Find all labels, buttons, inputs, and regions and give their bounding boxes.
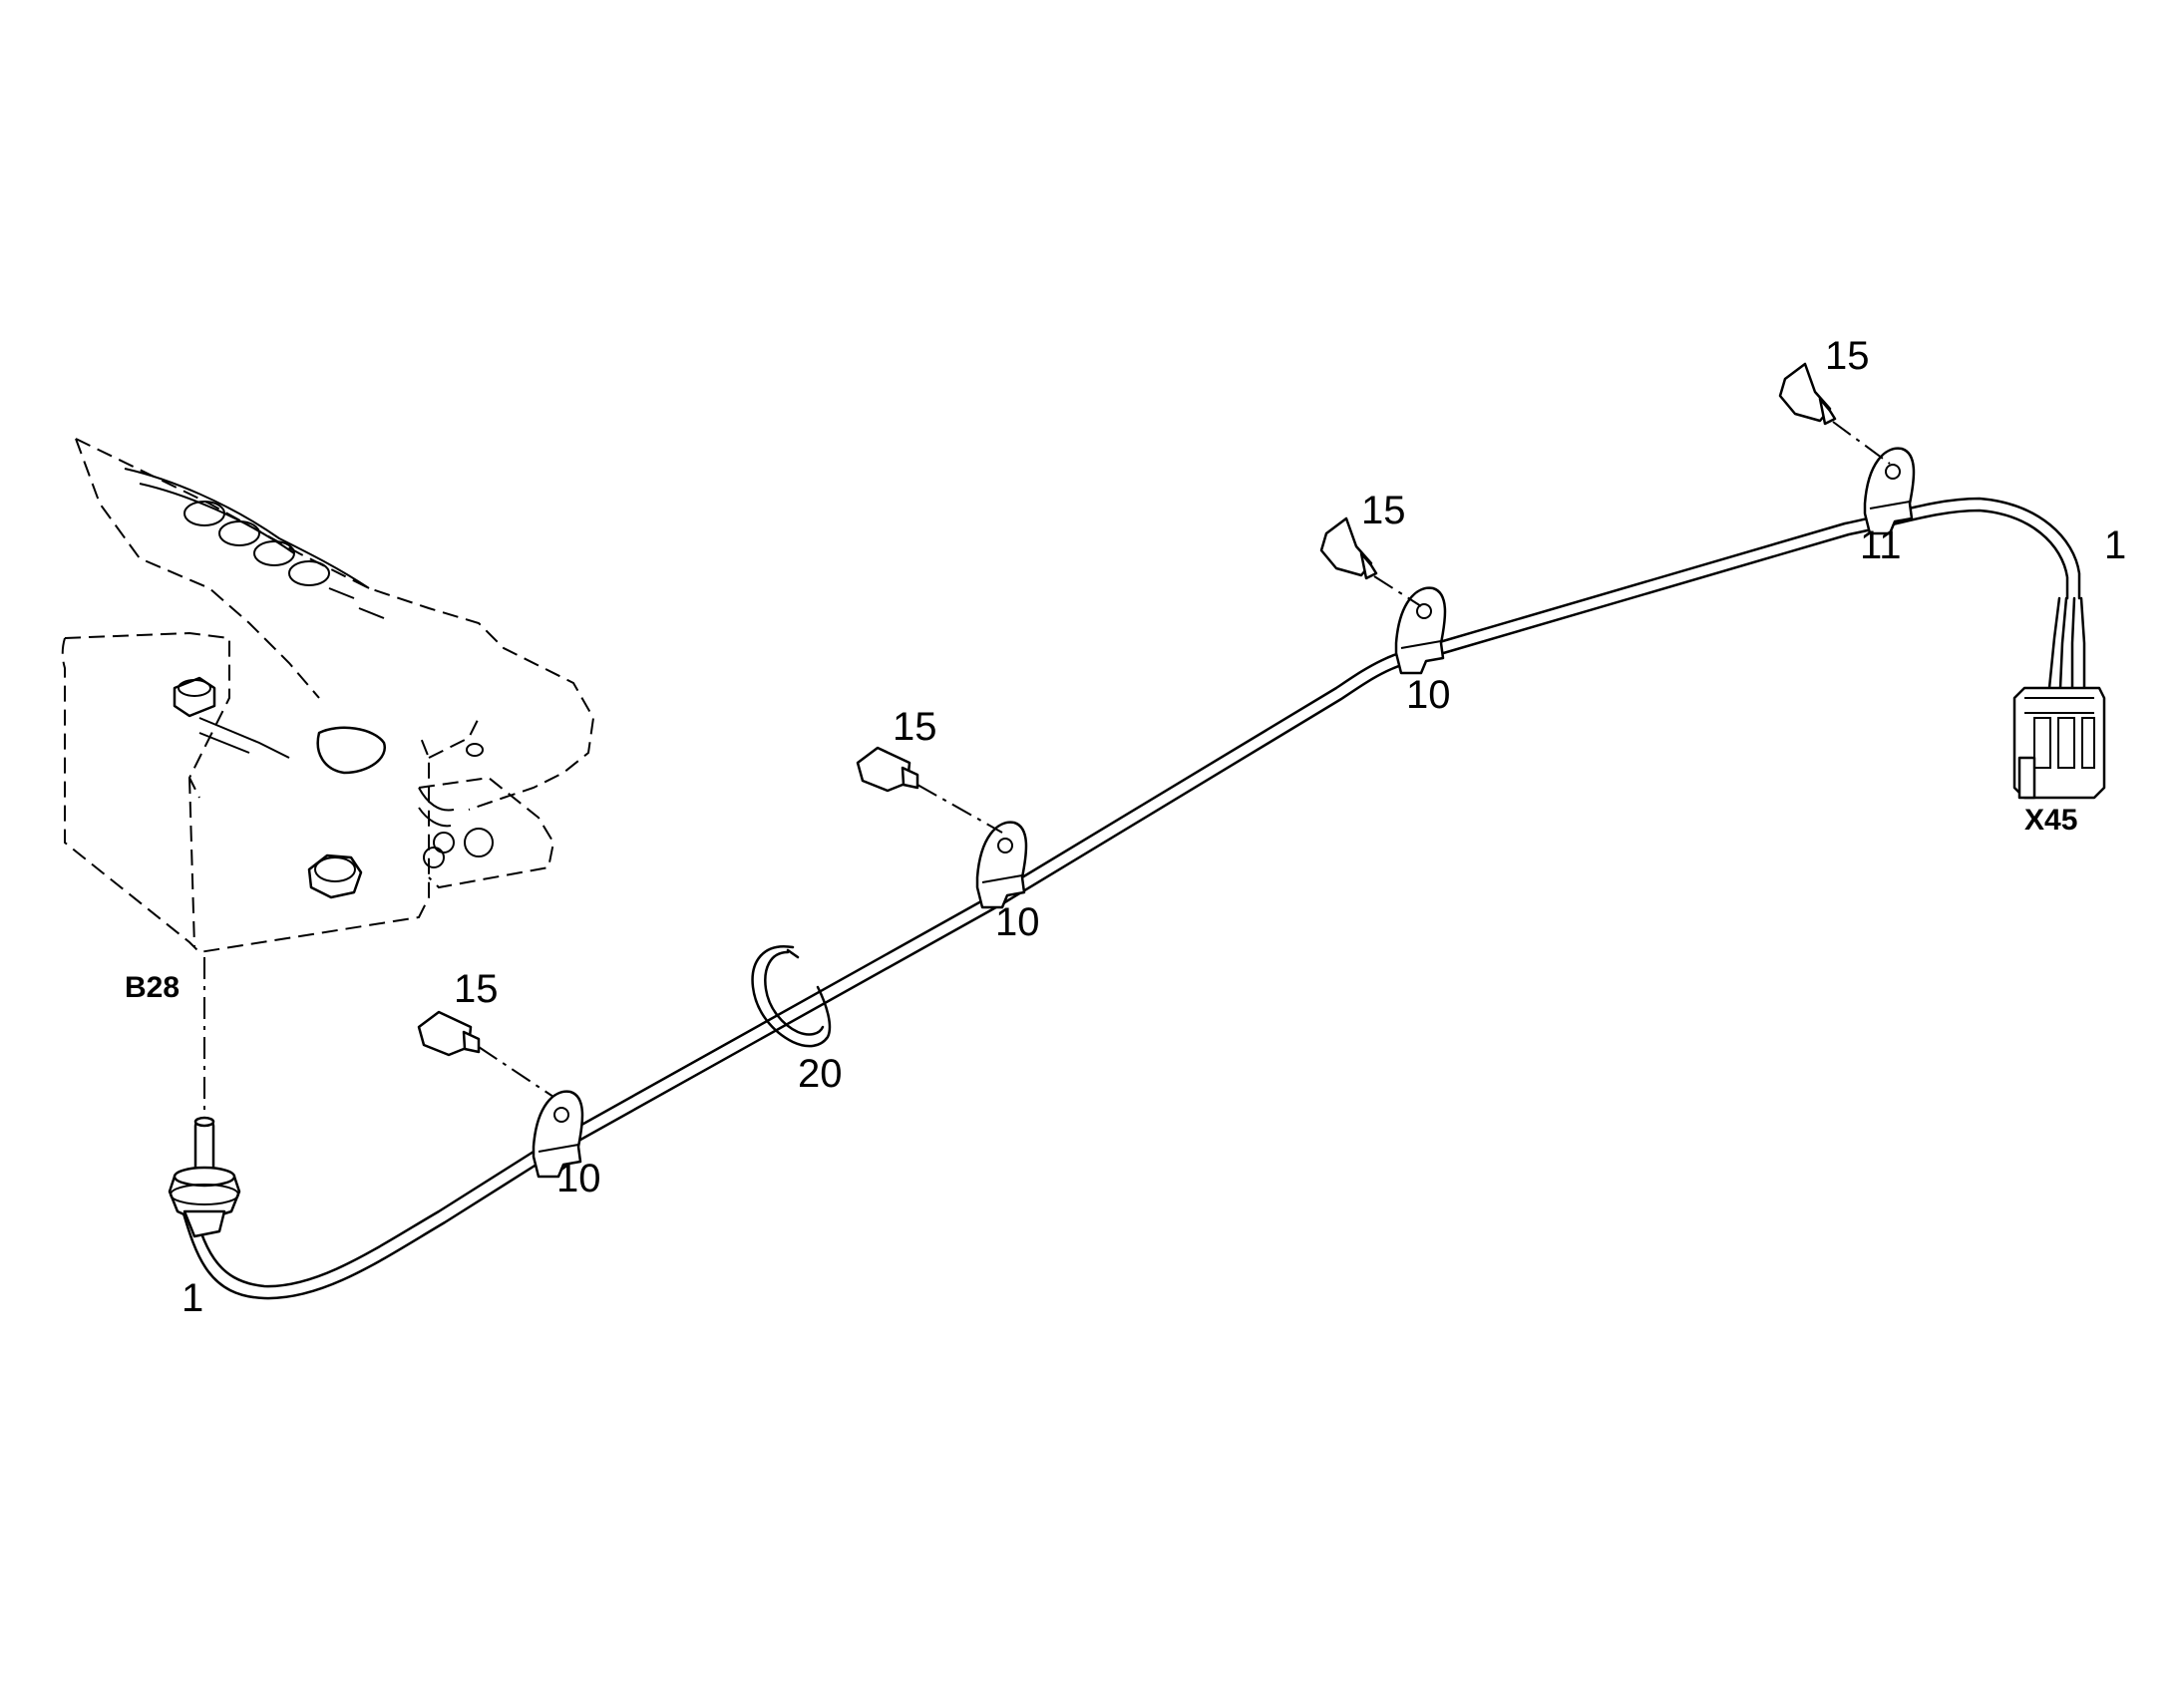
callout-bolt-1: 15	[454, 967, 499, 1011]
bolt-1-icon	[417, 1010, 554, 1098]
clip-1-icon	[532, 1090, 584, 1179]
bolt-3-icon	[1319, 516, 1422, 607]
pedal-tread-icon	[124, 468, 385, 619]
callout-bolt-3: 15	[1361, 489, 1406, 532]
bolt-4-icon	[1778, 362, 1891, 465]
pedal-assembly	[61, 438, 595, 954]
callout-clip-2: 10	[995, 900, 1040, 944]
callout-clip-3: 10	[1406, 673, 1451, 717]
callout-ring: 20	[798, 1052, 843, 1096]
connector-icon	[2012, 596, 2106, 800]
callout-clip-1: 10	[556, 1157, 601, 1200]
housing-bolt-icon	[307, 854, 363, 899]
pivot-bolt-icon	[173, 676, 216, 718]
cable-harness	[180, 497, 2081, 1300]
callout-clip-end: 11	[1860, 523, 1902, 567]
connector-label: X45	[2024, 804, 2077, 837]
callout-cable-left: 1	[182, 1276, 203, 1320]
clip-3-icon	[1394, 586, 1447, 675]
bolt-2-icon	[856, 746, 1003, 834]
callout-bolt-4: 15	[1825, 334, 1870, 378]
clip-2-icon	[975, 821, 1028, 909]
sensor-plug-icon	[168, 1116, 241, 1238]
snap-ring-icon	[751, 944, 832, 1048]
sensor-label: B28	[125, 971, 180, 1004]
clip-end-icon	[1863, 447, 1916, 535]
callout-bolt-2: 15	[893, 705, 937, 749]
callout-cable-right: 1	[2104, 523, 2126, 567]
